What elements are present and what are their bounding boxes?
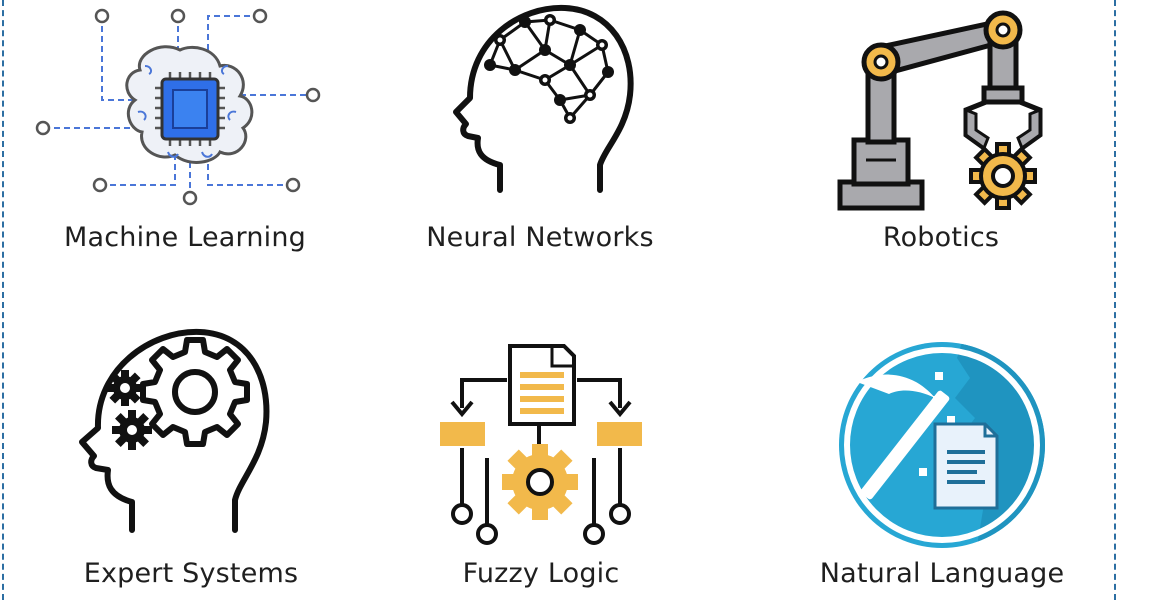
dashed-frame-right	[1114, 0, 1116, 600]
robotic-arm-icon	[837, 10, 1043, 211]
category-label-fuzzy-logic: Fuzzy Logic	[462, 558, 620, 589]
pickaxe-document-icon	[839, 342, 1045, 548]
chip-brain-circuit-icon	[35, 8, 321, 206]
category-label-natural-language: Natural Language	[819, 558, 1065, 589]
category-label-robotics: Robotics	[882, 222, 1000, 253]
dashed-frame-left	[2, 0, 4, 600]
document-flowchart-gear-icon	[440, 344, 642, 545]
category-label-expert-systems: Expert Systems	[83, 558, 299, 589]
category-label-neural-networks: Neural Networks	[426, 222, 654, 253]
category-label-machine-learning: Machine Learning	[63, 222, 307, 253]
head-gears-icon	[79, 328, 270, 533]
head-neural-network-icon	[453, 4, 634, 193]
